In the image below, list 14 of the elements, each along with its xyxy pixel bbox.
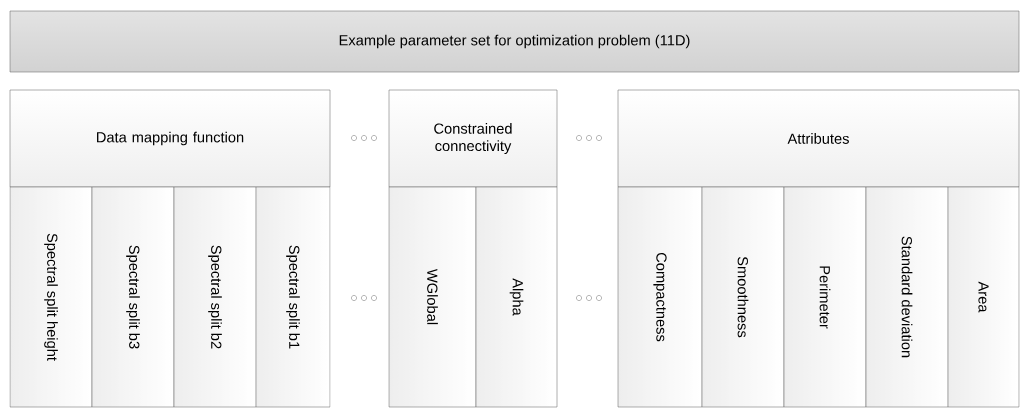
parameter-column: WGlobal <box>388 186 477 408</box>
parameter-column: Spectral split height <box>9 186 93 408</box>
parameter-column: Standard deviation <box>865 186 949 408</box>
parameter-column: Compactness <box>617 186 703 408</box>
parameter-column: Spectral split b1 <box>255 186 331 408</box>
parameter-column: Smoothness <box>701 186 785 408</box>
group-header-box: Data mapping function <box>9 89 331 188</box>
parameter-column: Alpha <box>475 186 558 408</box>
parameter-column: Area <box>947 186 1020 408</box>
group-header-box: Constrained connectivity <box>388 89 558 188</box>
parameter-column: Spectral split b2 <box>173 186 257 408</box>
parameter-column: Perimeter <box>783 186 867 408</box>
title-bar: Example parameter set for optimization problem (11D) <box>9 10 1020 73</box>
parameter-column: Spectral split b3 <box>91 186 175 408</box>
